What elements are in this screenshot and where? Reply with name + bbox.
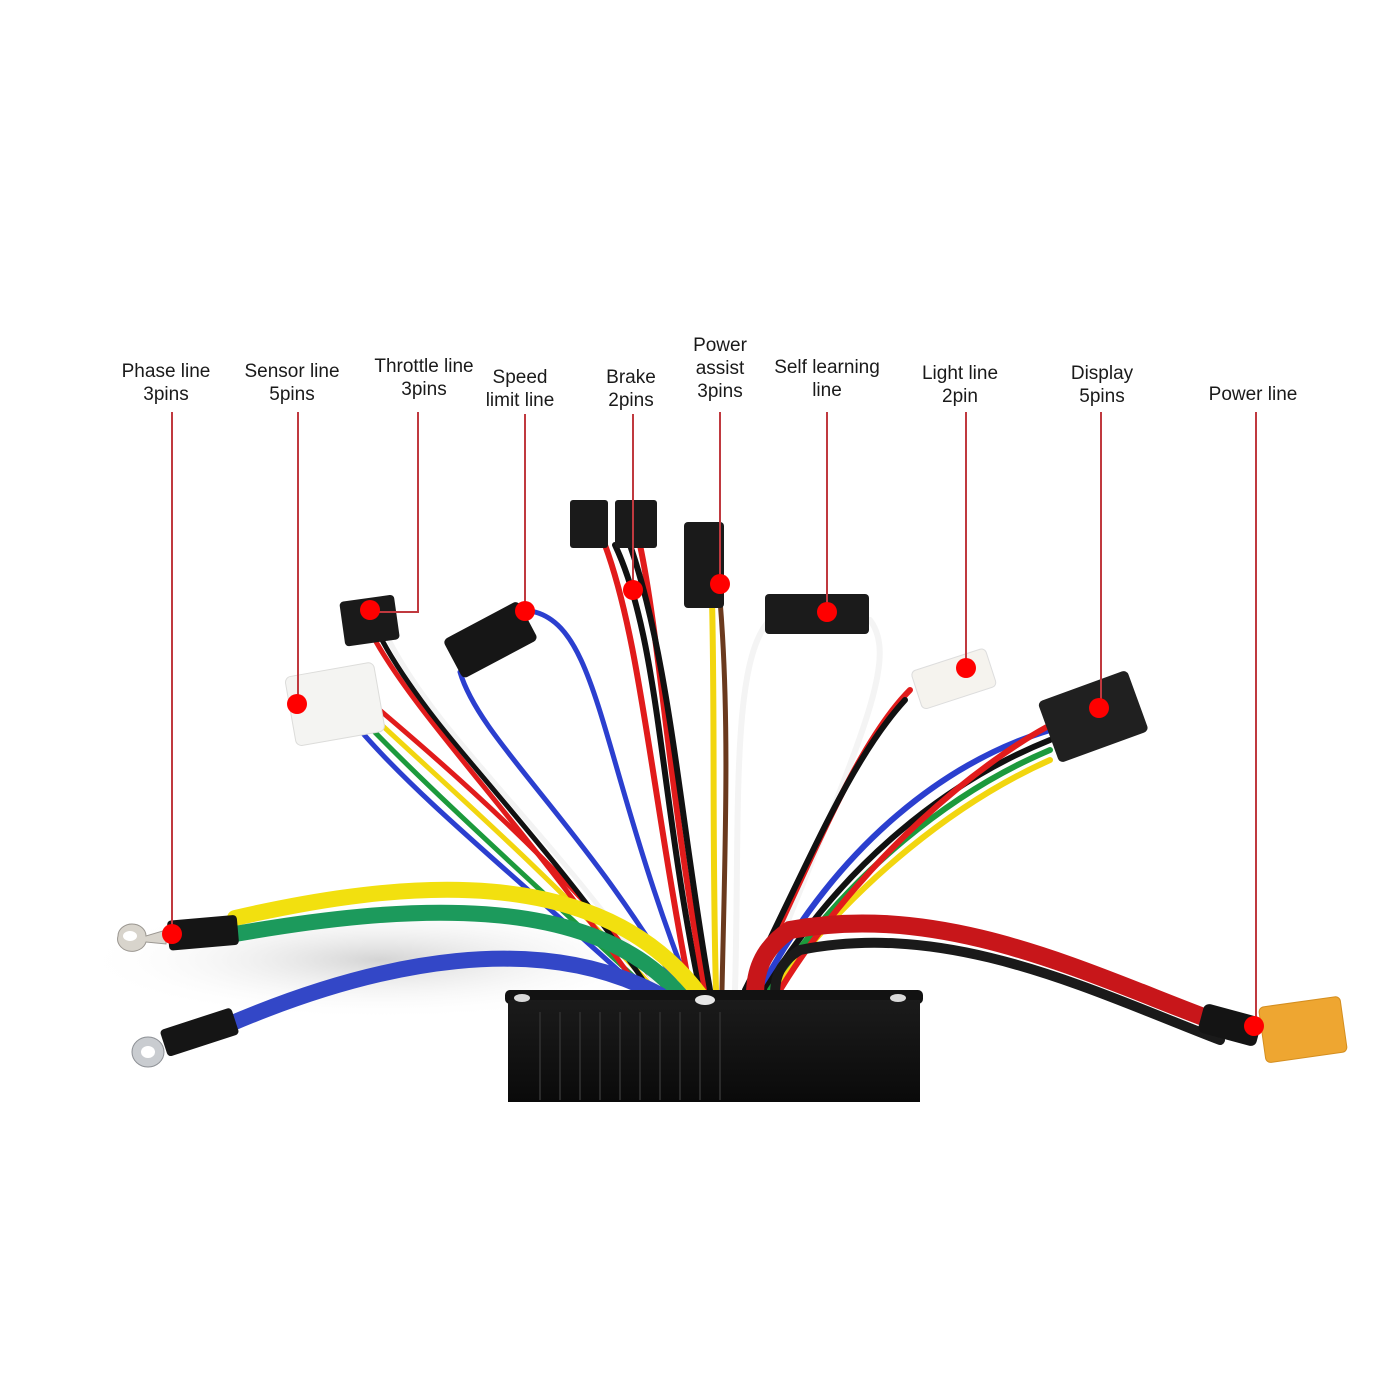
marker-dot-power-line xyxy=(1244,1016,1264,1036)
label-text: 5pins xyxy=(269,384,315,405)
label-text: Brake xyxy=(606,367,656,388)
leader-lines xyxy=(171,412,1257,1026)
label-text: Power xyxy=(693,335,747,356)
label-text: Phase line xyxy=(121,361,211,382)
label-text: 3pins xyxy=(143,384,189,405)
label-text: line xyxy=(812,380,842,401)
leader-line-throttle-line xyxy=(370,412,419,613)
label-text: Display xyxy=(1070,363,1134,384)
label-text: 2pins xyxy=(608,390,654,411)
marker-dot-light-line xyxy=(956,658,976,678)
ring-terminals xyxy=(117,915,239,1068)
marker-dot-self-learning-line xyxy=(817,602,837,622)
marker-dot-power-assist xyxy=(710,574,730,594)
connectors xyxy=(284,500,1348,1063)
label-text: Speed xyxy=(492,367,548,388)
marker-dot-throttle-line xyxy=(360,600,380,620)
marker-dot-display xyxy=(1089,698,1109,718)
label-text: 3pins xyxy=(401,379,447,400)
thick-wires xyxy=(222,881,1234,1045)
marker-dot-speed-limit-line xyxy=(515,601,535,621)
label-text: 5pins xyxy=(1079,386,1125,407)
label-power-line: Power line xyxy=(1209,383,1298,406)
label-text: Light line xyxy=(921,363,999,384)
marker-dot-sensor-line xyxy=(287,694,307,714)
marker-dot-phase-line xyxy=(162,924,182,944)
label-text: 3pins xyxy=(697,381,743,402)
label-text: Self learning xyxy=(774,357,880,378)
label-text: limit line xyxy=(485,390,555,411)
label-text: 2pin xyxy=(942,386,978,407)
marker-dots xyxy=(162,574,1264,1036)
label-text: Power line xyxy=(1208,384,1298,405)
controller-box xyxy=(505,990,923,1102)
label-text: assist xyxy=(695,358,745,379)
label-text: Sensor line xyxy=(244,361,340,382)
label-text: Throttle line xyxy=(374,356,474,377)
marker-dot-brake xyxy=(623,580,643,600)
